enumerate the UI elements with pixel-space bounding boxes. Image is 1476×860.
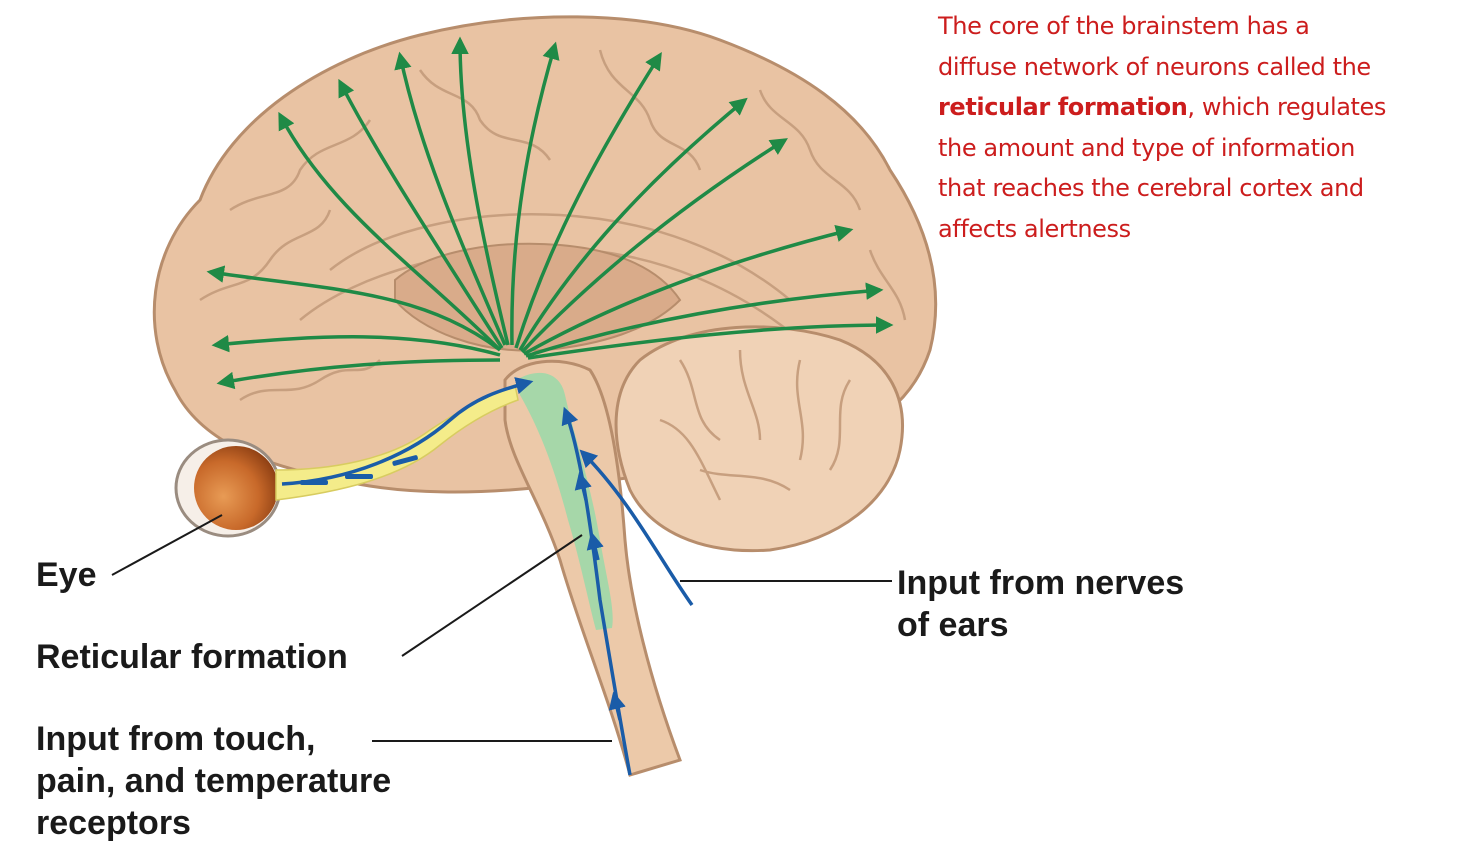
reticular-formation-label-text: Reticular formation xyxy=(36,638,348,676)
eye-iris xyxy=(194,446,278,530)
ear-input-arrow xyxy=(579,449,694,607)
ears-label-line: of ears xyxy=(897,606,1009,644)
cortex-arrow xyxy=(518,97,748,351)
touch-label-line: receptors xyxy=(36,804,191,842)
optic-nerve-marks xyxy=(300,455,418,485)
cortex-arrow xyxy=(510,41,560,346)
cortex-arrows xyxy=(206,36,894,390)
cortex-arrow xyxy=(527,316,894,360)
caption-line: diffuse network of neurons called the xyxy=(938,52,1371,81)
eye-input-arrow xyxy=(281,377,534,486)
leader-lines xyxy=(111,514,892,742)
cortex-arrow xyxy=(514,52,662,349)
touch-input-label: Input from touch, pain, and temperature … xyxy=(36,718,391,844)
reticular-leader-line xyxy=(401,534,583,657)
touch-input-arrow xyxy=(561,406,632,776)
caption-line: that reaches the cerebral cortex and xyxy=(938,174,1364,202)
cortex-arrow xyxy=(211,334,501,357)
cortex-arrow xyxy=(523,224,854,356)
ears-input-label: Input from nerves of ears xyxy=(897,562,1184,646)
caption-line: , which regulates xyxy=(1187,93,1386,121)
cortex-arrow xyxy=(451,36,510,346)
cortex-arrow xyxy=(525,282,884,358)
touch-label-line: pain, and temperature xyxy=(36,762,392,800)
caption-line: the amount and type of information xyxy=(938,133,1355,162)
reticular-formation-caption: The core of the brainstem has a diffuse … xyxy=(938,6,1473,249)
reticular-formation-region xyxy=(520,372,613,630)
touch-label-line: Input from touch, xyxy=(36,720,316,758)
cerebellum-folia xyxy=(659,349,852,501)
eye-label-text: Eye xyxy=(36,556,97,594)
caption-term: reticular formation xyxy=(938,93,1188,121)
eye-leader-line xyxy=(111,514,223,576)
cortex-arrow xyxy=(520,138,788,354)
caption-line: affects alertness xyxy=(938,214,1131,243)
cortex-arrow xyxy=(216,358,501,390)
ascending-arrowheads xyxy=(574,471,626,721)
cortex-arrow xyxy=(394,51,507,346)
ears-label-line: Input from nerves xyxy=(897,564,1185,602)
reticular-formation-label: Reticular formation xyxy=(36,636,348,678)
cortex-arrow xyxy=(206,265,502,352)
eye-label: Eye xyxy=(36,554,97,596)
sensory-arrows xyxy=(281,377,694,776)
cortex-arrow xyxy=(338,78,504,349)
cortex-arrow xyxy=(278,111,502,352)
caption-line: The core of the brainstem has a xyxy=(938,12,1310,40)
